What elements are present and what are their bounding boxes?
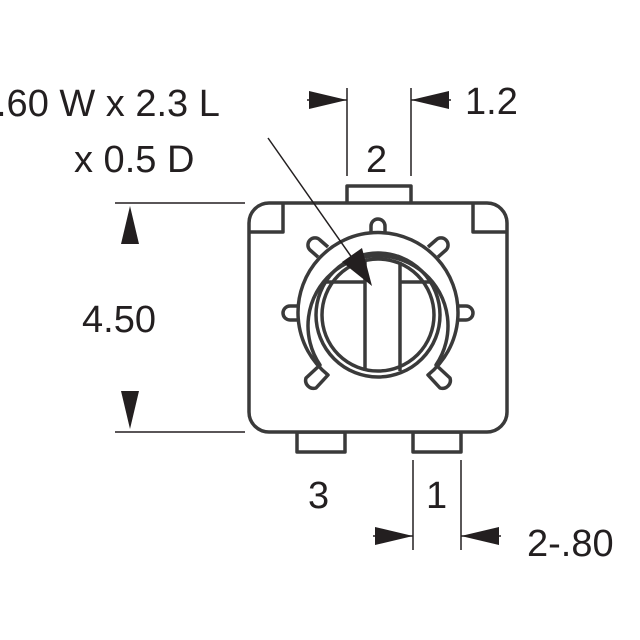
housing-outline xyxy=(247,201,509,434)
pin-1-label: 1 xyxy=(426,475,447,517)
body-height-label: 4.50 xyxy=(82,299,156,341)
top-pin-dimension xyxy=(307,88,451,176)
bottom-pin-dimension xyxy=(373,460,501,550)
pin-3-label: 3 xyxy=(308,475,329,517)
rotor-outer-circle xyxy=(314,251,442,379)
pin-2-label: 2 xyxy=(366,139,387,181)
height-dimension xyxy=(115,202,245,433)
rotor-ring xyxy=(281,217,475,391)
slot-leader xyxy=(267,137,372,286)
component-body xyxy=(247,184,509,454)
slot-size-label-2: x 0.5 D xyxy=(74,139,194,181)
pin-3-tab xyxy=(295,430,347,454)
bottom-pin-width-label: 2-.80 xyxy=(527,523,614,565)
corner-notch-left xyxy=(249,203,285,234)
pin-1-tab xyxy=(411,430,463,454)
rotor-inner-circle xyxy=(320,257,436,373)
top-pin-width-label: 1.2 xyxy=(465,81,518,123)
corner-notch-right xyxy=(471,203,507,234)
slot-size-label-1: .60 W x 2.3 L xyxy=(0,83,220,125)
adjustment-slot xyxy=(326,262,430,371)
